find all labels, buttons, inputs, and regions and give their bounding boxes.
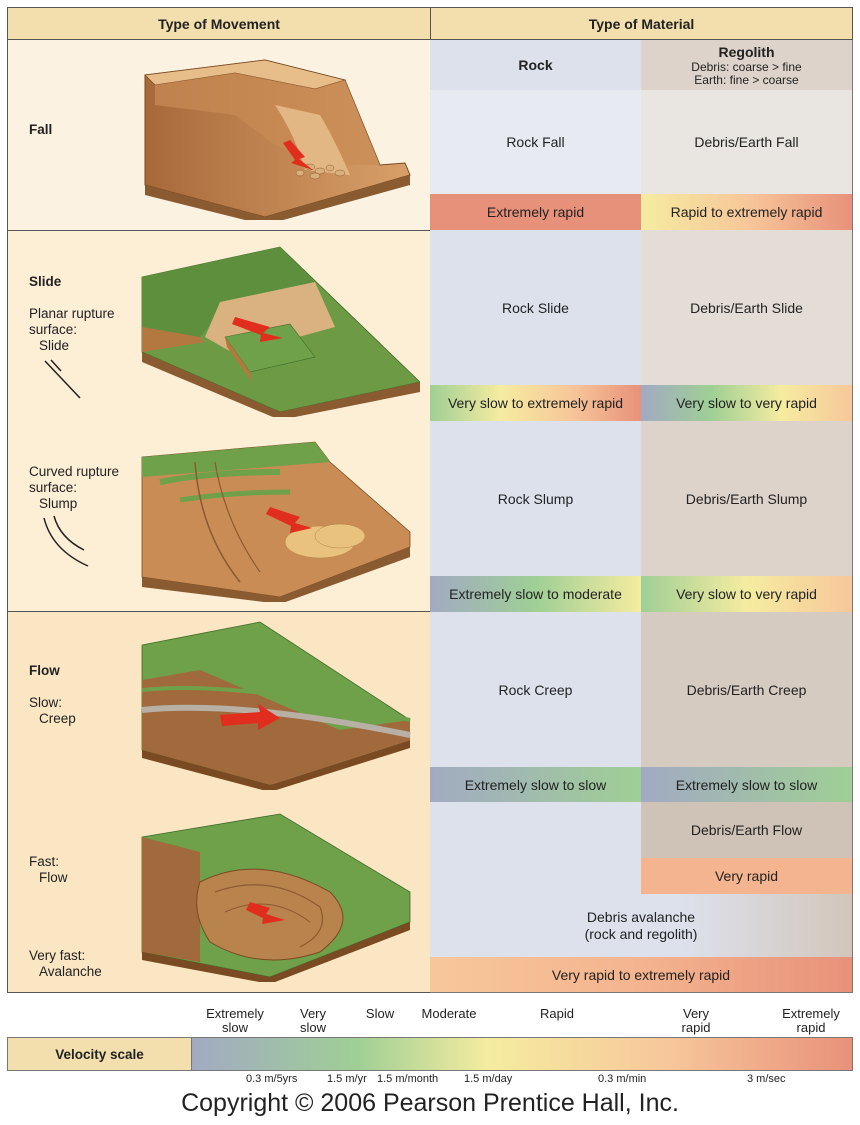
curved-slump-symbol-icon xyxy=(43,515,89,567)
avalanche-speed: Very rapid to extremely rapid xyxy=(430,957,853,993)
avalanche-line2: (rock and regolith) xyxy=(584,925,698,942)
rock-flow-empty-cell xyxy=(430,802,642,895)
planar-line3: Slide xyxy=(39,338,70,353)
speed-label-5: 3 m/sec xyxy=(747,1073,786,1085)
fast-flow-label: Fast: Flow xyxy=(29,854,68,886)
flow-label: Flow xyxy=(29,663,60,678)
debris-flow-speed: Very rapid xyxy=(641,858,853,895)
debris-avalanche-cell: Debris avalanche (rock and regolith) xyxy=(430,894,853,958)
velocity-tick-extremely-rapid: Extremely rapid xyxy=(771,1007,851,1035)
tick-1-line2: slow xyxy=(299,1020,326,1035)
speed-label-2: 1.5 m/month xyxy=(377,1073,439,1085)
debris-slide-speed: Very slow to very rapid xyxy=(641,385,853,422)
rock-slump-speed: Extremely slow to moderate xyxy=(430,576,642,613)
debris-slump-cell: Debris/Earth Slump xyxy=(641,421,853,577)
type-of-material-header: Type of Material xyxy=(430,7,853,40)
tick-0-line2: slow xyxy=(221,1020,248,1035)
debris-fall-cell: Debris/Earth Fall xyxy=(641,90,853,195)
regolith-column-header: Regolith Debris: coarse > fine Earth: fi… xyxy=(641,40,853,91)
debris-flow-cell: Debris/Earth Flow xyxy=(641,802,853,859)
tick-5-line1: Very xyxy=(682,1006,709,1021)
tick-1-line1: Very xyxy=(299,1006,326,1021)
velocity-gradient xyxy=(192,1038,852,1070)
fast-label: Fast: xyxy=(29,854,60,869)
speed-label-4: 0.3 m/min xyxy=(598,1073,647,1085)
debris-creep-speed: Extremely slow to slow xyxy=(641,767,853,803)
curved-line3: Slump xyxy=(39,496,78,511)
rock-fall-cell: Rock Fall xyxy=(430,90,642,195)
fall-label: Fall xyxy=(29,122,53,137)
planar-line2: surface: xyxy=(29,322,78,337)
type-of-movement-header: Type of Movement xyxy=(7,7,431,40)
rock-fall-speed: Extremely rapid xyxy=(430,194,642,231)
rock-slide-cell: Rock Slide xyxy=(430,230,642,386)
flow2-label: Flow xyxy=(39,870,68,885)
debris-slump-speed: Very slow to very rapid xyxy=(641,576,853,613)
velocity-scale-label: Velocity scale xyxy=(8,1038,192,1070)
tick-2-line1: Slow xyxy=(365,1006,395,1021)
rock-slump-cell: Rock Slump xyxy=(430,421,642,577)
rock-fall-illustration xyxy=(144,59,411,220)
velocity-tick-extremely-slow: Extremely slow xyxy=(195,1007,275,1035)
speed-label-1: 1.5 m/yr xyxy=(327,1073,367,1085)
debris-creep-cell: Debris/Earth Creep xyxy=(641,612,853,768)
earth-flow-illustration xyxy=(141,813,411,982)
rock-column-header: Rock xyxy=(430,40,642,91)
slide-label: Slide xyxy=(29,274,62,289)
curved-line2: surface: xyxy=(29,480,78,495)
velocity-tick-slow: Slow xyxy=(350,1007,410,1021)
tick-4-line1: Rapid xyxy=(540,1006,574,1021)
tick-0-line1: Extremely xyxy=(206,1006,264,1021)
debris-slide-cell: Debris/Earth Slide xyxy=(641,230,853,386)
planar-rupture-label: Planar rupture surface: Slide xyxy=(29,306,115,354)
tick-3-line1: Moderate xyxy=(421,1006,477,1021)
velocity-tick-moderate: Moderate xyxy=(409,1007,489,1021)
velocity-tick-rapid: Rapid xyxy=(527,1007,587,1021)
curved-line1: Curved rupture xyxy=(29,464,120,479)
rock-creep-speed: Extremely slow to slow xyxy=(430,767,642,803)
velocity-scale-bar: Velocity scale xyxy=(7,1037,853,1071)
rock-slide-speed: Very slow to extremely rapid xyxy=(430,385,642,422)
creep-label: Creep xyxy=(39,711,76,726)
rock-slide-illustration xyxy=(141,246,420,417)
veryfast-label: Very fast: xyxy=(29,948,86,963)
planar-line1: Planar rupture xyxy=(29,306,115,321)
regolith-earth-note: Earth: fine > coarse xyxy=(694,72,799,87)
debris-fall-speed: Rapid to extremely rapid xyxy=(641,194,853,231)
tick-6-line1: Extremely xyxy=(782,1006,840,1021)
rock-creep-cell: Rock Creep xyxy=(430,612,642,768)
regolith-title: Regolith xyxy=(718,43,775,60)
slump-illustration xyxy=(141,441,411,602)
copyright-notice: Copyright © 2006 Pearson Prentice Hall, … xyxy=(181,1089,679,1117)
very-fast-avalanche-label: Very fast: Avalanche xyxy=(29,948,102,980)
regolith-debris-note: Debris: coarse > fine xyxy=(691,59,802,74)
planar-slide-symbol-icon xyxy=(44,359,81,399)
tick-6-line2: rapid xyxy=(796,1020,826,1035)
speed-label-0: 0.3 m/5yrs xyxy=(246,1073,298,1085)
curved-rupture-label: Curved rupture surface: Slump xyxy=(29,464,119,512)
slow-creep-label: Slow: Creep xyxy=(29,695,76,727)
speed-label-3: 1.5 m/day xyxy=(464,1073,513,1085)
velocity-tick-very-rapid: Very rapid xyxy=(666,1007,726,1035)
slow-label: Slow: xyxy=(29,695,63,710)
avalanche-label: Avalanche xyxy=(39,964,102,979)
velocity-tick-very-slow: Very slow xyxy=(283,1007,343,1035)
creep-illustration xyxy=(141,621,411,790)
tick-5-line2: rapid xyxy=(681,1020,711,1035)
avalanche-line1: Debris avalanche xyxy=(586,908,696,925)
